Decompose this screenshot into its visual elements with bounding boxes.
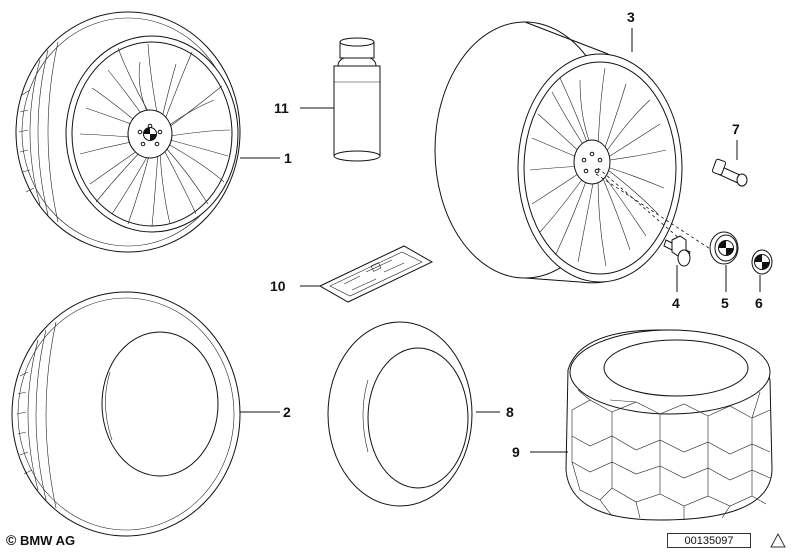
warning-triangle-icon (770, 533, 786, 548)
copyright-symbol: © (6, 532, 17, 548)
light-alloy-rim-drawing (434, 21, 731, 284)
callout-4: 4 (672, 295, 680, 311)
callout-8: 8 (506, 404, 514, 420)
callout-11: 11 (274, 100, 289, 116)
information-label-drawing (300, 245, 434, 303)
bmw-roundel-icon (718, 240, 734, 256)
bmw-roundel-icon (143, 127, 157, 141)
copyright-owner: BMW AG (19, 533, 76, 548)
bmw-roundel-icon (754, 254, 770, 270)
callout-3: 3 (627, 9, 635, 25)
complete-wheel-tire-drawing (15, 11, 280, 253)
document-number-box: 00135097 (667, 533, 751, 548)
snow-chain-drawing (530, 329, 773, 521)
rim-tape-drawing (327, 321, 500, 507)
callout-10: 10 (270, 278, 286, 294)
callout-2: 2 (283, 404, 291, 420)
wheel-bolt-drawing (663, 235, 691, 292)
emblem-drawing (751, 249, 773, 292)
spray-can-drawing (300, 37, 381, 162)
callout-5: 5 (721, 295, 729, 311)
copyright-notice: © BMW AG (6, 532, 75, 548)
callout-6: 6 (755, 295, 763, 311)
callout-7: 7 (732, 121, 740, 137)
callout-9: 9 (512, 444, 520, 460)
hub-cap-drawing (709, 231, 739, 292)
tire-drawing (11, 291, 280, 537)
callout-1: 1 (284, 150, 292, 166)
tire-valve-drawing (711, 140, 748, 187)
